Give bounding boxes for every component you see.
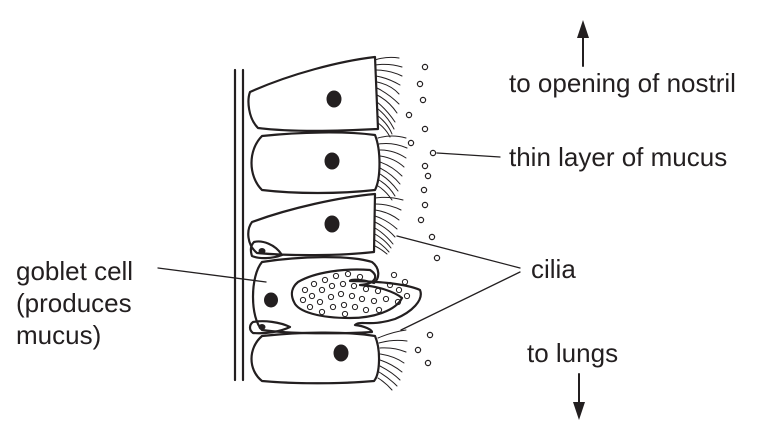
- nucleus-goblet: [264, 293, 278, 308]
- mucus-granule: [307, 304, 312, 309]
- mucus-granule: [319, 287, 324, 292]
- arrow-down-icon: [573, 374, 585, 420]
- mucus-droplet: [415, 347, 420, 352]
- mucus-granule: [319, 309, 324, 314]
- mucus-droplet: [422, 202, 427, 207]
- mucus-granule: [404, 293, 409, 298]
- ciliated-cell-1: [249, 57, 378, 131]
- nucleus-5: [334, 345, 349, 362]
- ciliated-cell-3: [248, 194, 375, 255]
- label-goblet-line-2: (produces: [16, 287, 133, 319]
- label-thin-layer-of-mucus: thin layer of mucus: [509, 142, 727, 172]
- mucus-droplet: [425, 173, 430, 178]
- nucleus-basal-1: [259, 248, 266, 254]
- mucus-granule: [376, 307, 381, 312]
- mucus-granule: [311, 281, 316, 286]
- mucus-granule: [328, 294, 333, 299]
- goblet-mucus-granules: [300, 271, 409, 316]
- mucus-granule: [329, 283, 334, 288]
- mucus-droplet: [422, 126, 427, 131]
- mucus-droplet: [420, 97, 425, 102]
- mucus-droplet: [429, 234, 434, 239]
- mucus-granule: [333, 273, 338, 278]
- mucus-granule: [383, 296, 388, 301]
- nucleus-2: [325, 153, 340, 170]
- nucleus-3: [325, 216, 340, 233]
- mucus-droplet: [408, 140, 413, 145]
- label-goblet-line-3: mucus): [16, 319, 133, 351]
- mucus-droplet: [418, 217, 423, 222]
- cilia-tuft-3: [375, 197, 403, 254]
- goblet-leader-line: [158, 268, 266, 282]
- mucus-droplet: [406, 112, 411, 117]
- label-to-lungs: to lungs: [527, 338, 618, 368]
- mucus-droplets: [406, 64, 439, 365]
- mucus-granule: [349, 293, 354, 298]
- mucus-leader-line: [437, 153, 500, 157]
- label-cilia: cilia: [531, 254, 576, 284]
- basal-cell-1: [251, 242, 282, 259]
- mucus-droplet: [425, 360, 430, 365]
- mucus-granule: [396, 287, 401, 292]
- mucus-droplet: [430, 150, 435, 155]
- mucus-droplet: [427, 332, 432, 337]
- mucus-granule: [342, 311, 347, 316]
- cilia-leader-line-upper: [397, 236, 520, 268]
- mucus-granule: [352, 304, 357, 309]
- mucus-granule: [317, 299, 322, 304]
- mucus-granule: [338, 291, 343, 296]
- mucus-granule: [402, 279, 407, 284]
- mucus-granule: [309, 293, 314, 298]
- cilia-tuft-1: [375, 57, 402, 137]
- mucus-droplet: [422, 163, 427, 168]
- mucus-granule: [363, 286, 368, 291]
- label-to-opening-of-nostril: to opening of nostril: [509, 68, 736, 98]
- label-goblet-cell: goblet cell (produces mucus): [16, 255, 133, 351]
- mucus-granule: [322, 277, 327, 282]
- mucus-droplet: [417, 81, 422, 86]
- mucus-granule: [330, 304, 335, 309]
- arrow-up-icon: [577, 20, 589, 66]
- mucus-granule: [363, 307, 368, 312]
- mucus-droplet: [421, 187, 426, 192]
- mucus-granule: [345, 271, 350, 276]
- mucus-droplet: [434, 255, 439, 260]
- mucus-granule: [340, 281, 345, 286]
- mucus-granule: [375, 288, 380, 293]
- ciliated-cell-5: [252, 333, 380, 384]
- mucus-granule: [391, 272, 396, 277]
- mucus-granule: [371, 298, 376, 303]
- ciliated-cell-2: [252, 132, 380, 193]
- mucus-granule: [357, 274, 362, 279]
- label-goblet-line-1: goblet cell: [16, 255, 133, 287]
- mucus-granule: [351, 283, 356, 288]
- mucus-granule: [359, 296, 364, 301]
- nucleus-basal-2: [259, 324, 266, 330]
- nucleus-1: [327, 91, 342, 108]
- mucus-granule: [302, 287, 307, 292]
- mucus-droplet: [422, 64, 427, 69]
- cilia-tuft-5: [378, 330, 407, 390]
- mucus-granule: [341, 302, 346, 307]
- cilia-tufts: [375, 57, 407, 390]
- cilia-tuft-2: [378, 136, 407, 200]
- mucus-granule: [300, 297, 305, 302]
